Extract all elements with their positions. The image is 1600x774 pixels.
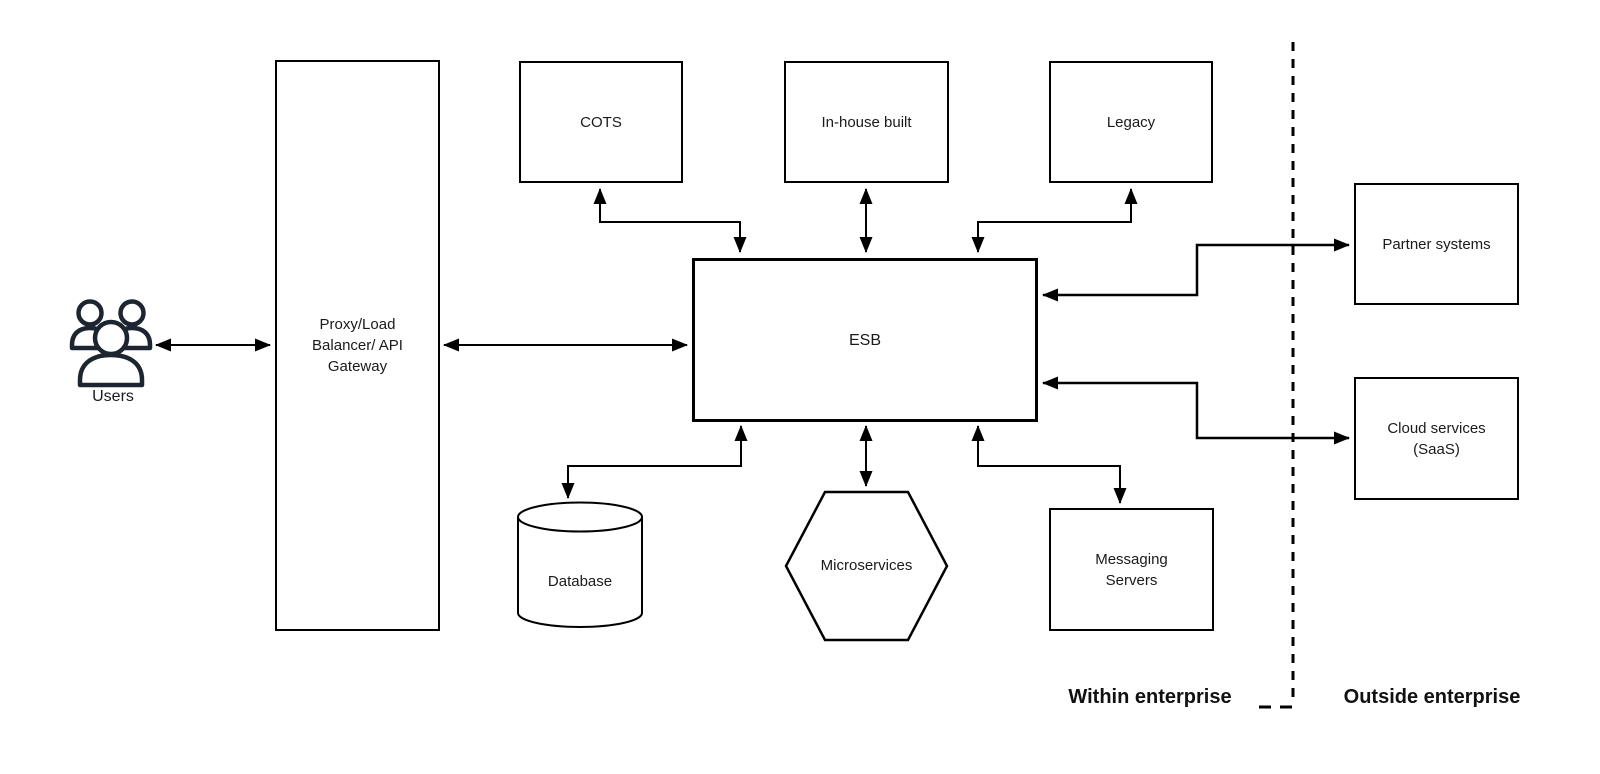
connector-esb-legacy	[971, 188, 1138, 253]
microservices-shape	[784, 490, 949, 642]
connector-esb-partner	[1042, 238, 1350, 302]
node-messaging-servers: Messaging Servers	[1049, 508, 1214, 631]
connector-esb-messaging	[971, 425, 1127, 504]
node-inhouse-built: In-house built	[784, 61, 949, 183]
node-legacy-label: Legacy	[1106, 113, 1156, 131]
node-inhouse-built-label: In-house built	[821, 113, 912, 131]
node-esb-label: ESB	[848, 331, 881, 349]
node-proxy-gateway: Proxy/Load Balancer/ API Gateway	[275, 60, 440, 631]
zone-outside-enterprise-label: Outside enterprise	[1343, 686, 1521, 708]
connector-esb-database	[561, 425, 748, 499]
node-partner-systems-label: Partner systems	[1382, 235, 1491, 253]
node-cots: COTS	[519, 61, 683, 183]
database-label: Database	[547, 573, 613, 590]
users-icon	[69, 299, 153, 388]
users-label: Users	[92, 388, 134, 405]
zone-within-enterprise-label: Within enterprise	[1068, 686, 1232, 708]
connector-esb-cloud	[1042, 376, 1350, 445]
node-legacy: Legacy	[1049, 61, 1213, 183]
node-esb: ESB	[692, 258, 1038, 422]
microservices-label: Microservices	[820, 557, 913, 574]
node-proxy-gateway-label: Proxy/Load Balancer/ API Gateway	[312, 316, 403, 375]
node-cloud-services-label: Cloud services (SaaS)	[1387, 419, 1486, 458]
connector-esb-cots	[593, 188, 747, 253]
node-messaging-servers-label: Messaging Servers	[1095, 550, 1168, 589]
node-partner-systems: Partner systems	[1354, 183, 1519, 305]
node-cloud-services: Cloud services (SaaS)	[1354, 377, 1519, 500]
node-cots-label: COTS	[580, 113, 622, 131]
database-shape	[517, 501, 643, 628]
